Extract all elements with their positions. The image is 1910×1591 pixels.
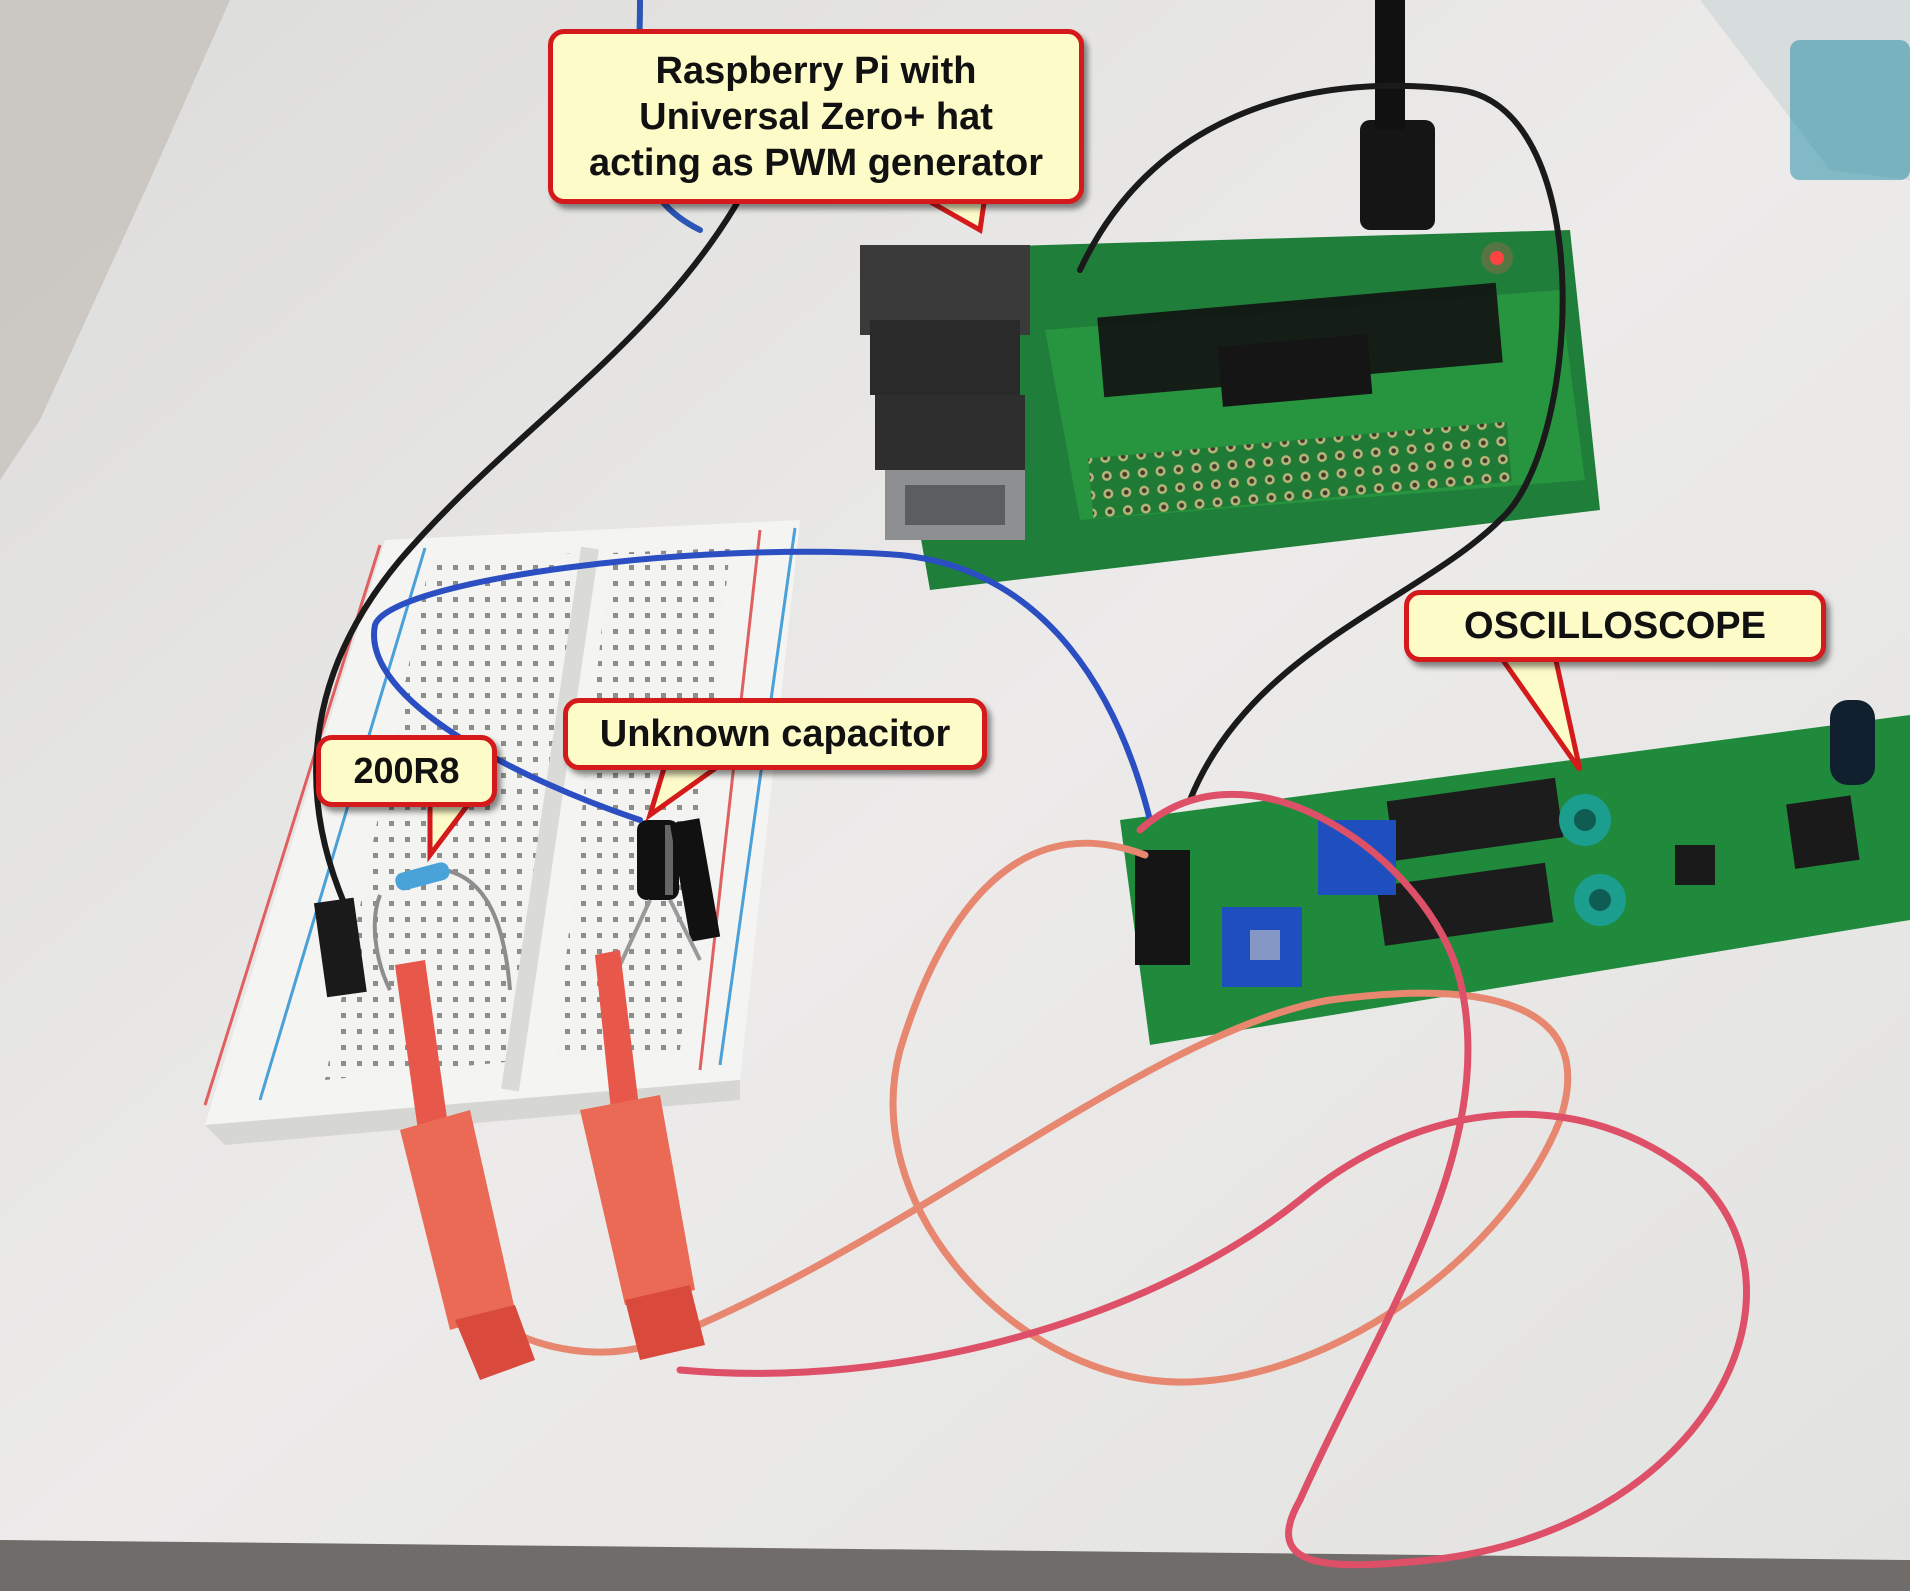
callout-resistor: 200R8 [316,735,497,807]
callout-resistor-label: 200R8 [353,750,460,791]
callout-oscilloscope: OSCILLOSCOPE [1404,590,1826,662]
callout-capacitor-label: Unknown capacitor [599,712,951,755]
callout-rpi-line-3: acting as PWM generator [589,141,1043,184]
callout-oscilloscope-label: OSCILLOSCOPE [1464,604,1766,647]
oscilloscope-board [1120,700,1910,1045]
callout-raspberry-pi: Raspberry Pi with Universal Zero+ hat ac… [548,29,1084,204]
callout-capacitor: Unknown capacitor [563,698,987,770]
raspberry-pi-board [860,0,1600,590]
callout-rpi-line-1: Raspberry Pi with [655,49,977,92]
probe-clips [395,950,705,1380]
callout-rpi-line-2: Universal Zero+ hat [639,95,993,138]
capacitor [618,818,721,966]
resistor [372,862,512,991]
